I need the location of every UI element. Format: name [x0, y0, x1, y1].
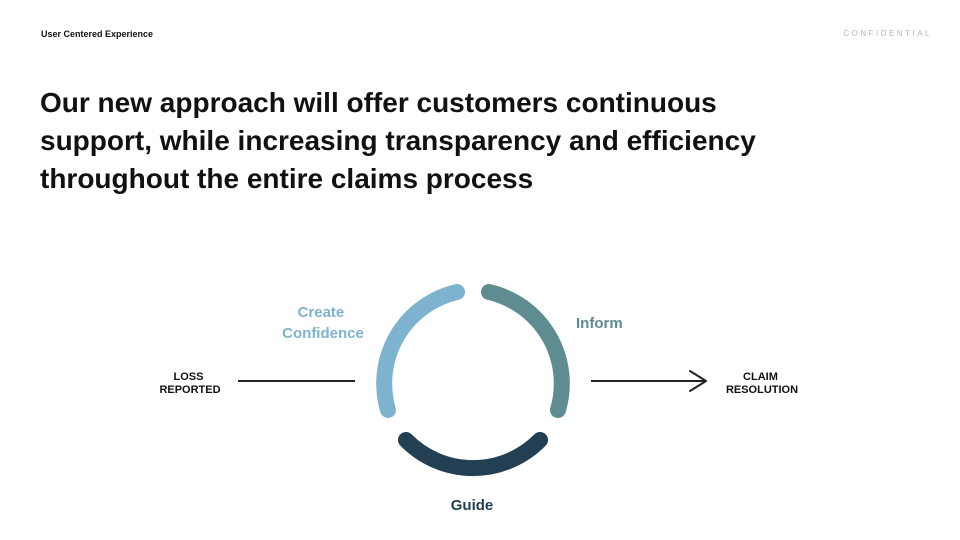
arc-create-confidence: [376, 284, 465, 418]
headline-line-2: support, while increasing transparency a…: [40, 125, 756, 156]
confidential-label: CONFIDENTIAL: [843, 29, 932, 38]
headline-line-3: throughout the entire claims process: [40, 163, 534, 194]
stage-label-inform: Inform: [576, 315, 623, 332]
section-title: User Centered Experience: [41, 29, 154, 39]
arrow-head-icon: [689, 370, 707, 392]
arc-guide: [398, 432, 548, 476]
stage-label-create-confidence: Create Confidence: [282, 304, 364, 342]
headline: Our new approach will offer customers co…: [40, 84, 900, 198]
headline-line-1: Our new approach will offer customers co…: [40, 87, 717, 118]
arc-inform: [481, 284, 570, 418]
stage-label-guide: Guide: [451, 497, 494, 514]
claim-resolution-label: CLAIM RESOLUTION: [726, 371, 798, 396]
loss-reported-label: LOSS REPORTED: [159, 371, 220, 396]
